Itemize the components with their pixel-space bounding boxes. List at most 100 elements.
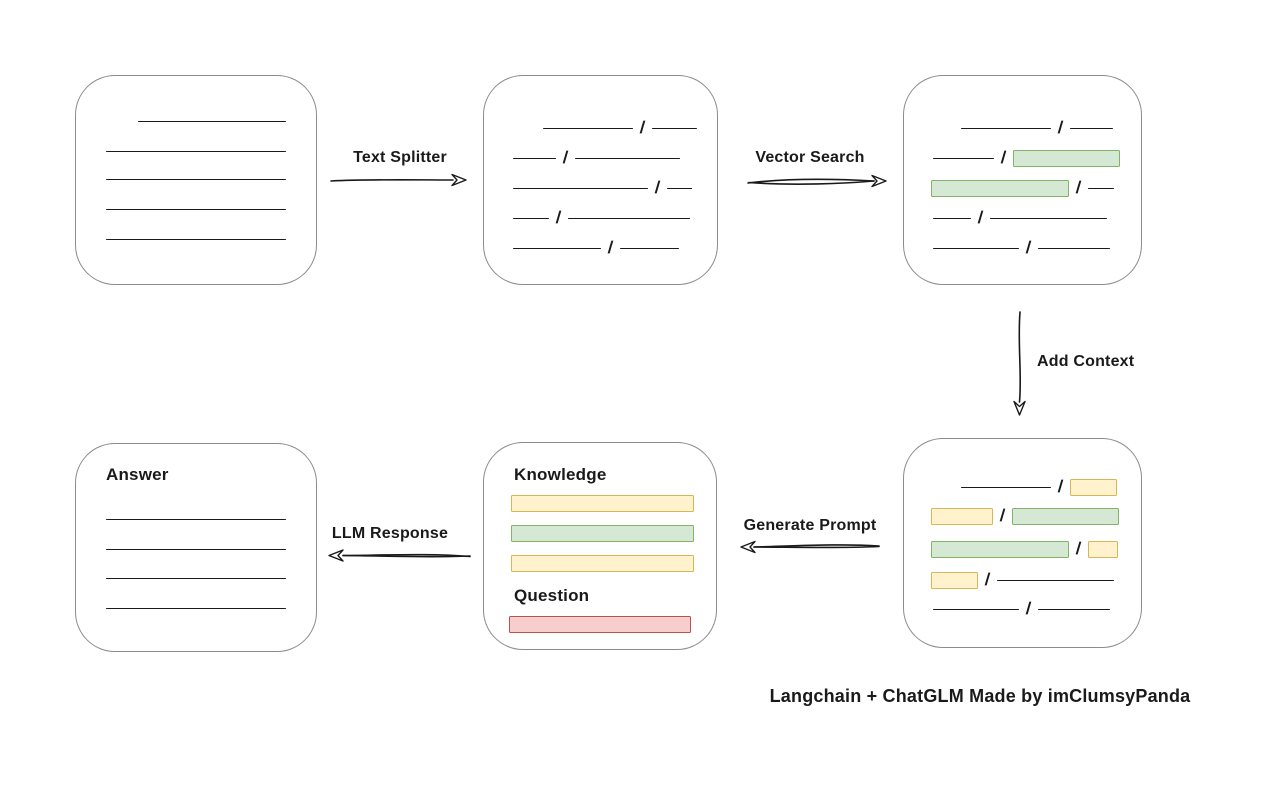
node-matched-chunks: / / / / / — [903, 75, 1142, 285]
slash-separator: / — [977, 208, 984, 227]
placeholder-line — [933, 157, 994, 159]
node-source-document — [75, 75, 317, 285]
placeholder-line — [1037, 247, 1110, 249]
node-row: / — [933, 238, 1110, 258]
placeholder-line — [106, 150, 286, 152]
slash-separator: / — [607, 238, 614, 257]
placeholder-line — [619, 247, 679, 249]
node-context-chunks: / / / / / — [903, 438, 1142, 648]
highlight-bar-red — [509, 615, 691, 633]
slash-separator: / — [984, 570, 991, 589]
highlight-bar-yellow — [931, 507, 993, 525]
node-row: / — [513, 238, 679, 258]
node-row — [106, 568, 286, 588]
slash-separator: / — [1075, 178, 1082, 197]
node-row — [511, 493, 694, 513]
placeholder-line — [106, 208, 286, 210]
text-splitter-arrow — [330, 173, 467, 187]
generate-prompt-arrow — [740, 540, 880, 554]
node-row: / — [933, 208, 1107, 228]
placeholder-line — [961, 127, 1051, 129]
highlight-bar-green — [511, 524, 694, 542]
highlight-bar-yellow — [511, 494, 694, 512]
node-row — [106, 539, 286, 559]
placeholder-line — [961, 486, 1051, 488]
node-row: / — [543, 118, 697, 138]
node-label: Answer — [106, 465, 169, 484]
placeholder-line — [513, 217, 549, 219]
placeholder-line — [513, 247, 601, 249]
node-split-chunks: / / / / / — [483, 75, 718, 285]
slash-separator: / — [1025, 599, 1032, 618]
node-row — [138, 111, 286, 131]
slash-separator: / — [1057, 118, 1064, 137]
slash-separator: / — [639, 118, 646, 137]
placeholder-line — [933, 608, 1019, 610]
node-row — [106, 199, 286, 219]
slash-separator: / — [1025, 238, 1032, 257]
node-row: / — [961, 118, 1113, 138]
node-row: / — [513, 208, 690, 228]
vector-search-label: Vector Search — [755, 149, 865, 166]
highlight-bar-yellow — [931, 571, 978, 589]
vector-search-arrow — [747, 174, 887, 188]
placeholder-line — [933, 217, 971, 219]
highlight-bar-yellow — [1069, 478, 1117, 496]
highlight-bar-green — [1012, 149, 1120, 167]
add-context-label: Add Context — [1037, 353, 1135, 370]
placeholder-line — [106, 518, 286, 520]
placeholder-line — [106, 548, 286, 550]
placeholder-line — [513, 157, 556, 159]
placeholder-line — [933, 247, 1019, 249]
slash-separator: / — [1000, 148, 1007, 167]
slash-separator: / — [1075, 539, 1082, 558]
highlight-bar-green — [1011, 507, 1119, 525]
highlight-bar-green — [931, 179, 1069, 197]
highlight-bar-yellow — [1087, 540, 1118, 558]
node-row — [106, 509, 286, 529]
node-row: Answer — [106, 465, 169, 485]
placeholder-line — [996, 579, 1114, 581]
placeholder-line — [106, 607, 286, 609]
node-row — [106, 598, 286, 618]
slash-separator: / — [654, 178, 661, 197]
node-row: / — [933, 599, 1110, 619]
add-context-arrow — [1013, 311, 1026, 416]
slash-separator: / — [999, 506, 1006, 525]
node-row: Question — [514, 586, 589, 606]
slash-separator: / — [1057, 477, 1064, 496]
node-row: / — [513, 178, 692, 198]
placeholder-line — [513, 187, 648, 189]
placeholder-line — [1087, 187, 1114, 189]
slash-separator: / — [555, 208, 562, 227]
node-row: / — [933, 148, 1120, 168]
node-row — [106, 229, 286, 249]
placeholder-line — [106, 178, 286, 180]
node-row — [106, 141, 286, 161]
node-label: Knowledge — [514, 465, 607, 484]
placeholder-line — [543, 127, 633, 129]
generate-prompt-label: Generate Prompt — [743, 517, 877, 534]
placeholder-line — [106, 238, 286, 240]
highlight-bar-yellow — [511, 554, 694, 572]
placeholder-line — [651, 127, 697, 129]
node-row: Knowledge — [514, 465, 606, 485]
llm-response-label: LLM Response — [331, 525, 449, 542]
node-row: / — [513, 148, 680, 168]
llm-response-arrow — [328, 549, 471, 562]
node-row: / — [931, 539, 1118, 559]
placeholder-line — [666, 187, 692, 189]
text-splitter-label: Text Splitter — [353, 149, 447, 166]
placeholder-line — [567, 217, 690, 219]
node-row — [511, 523, 694, 543]
node-row — [106, 169, 286, 189]
placeholder-line — [138, 120, 286, 122]
placeholder-line — [1069, 127, 1113, 129]
credit-text: Langchain + ChatGLM Made by imClumsyPand… — [769, 686, 1191, 706]
placeholder-line — [989, 217, 1107, 219]
placeholder-line — [1037, 608, 1110, 610]
slash-separator: / — [562, 148, 569, 167]
node-row: / — [931, 570, 1114, 590]
